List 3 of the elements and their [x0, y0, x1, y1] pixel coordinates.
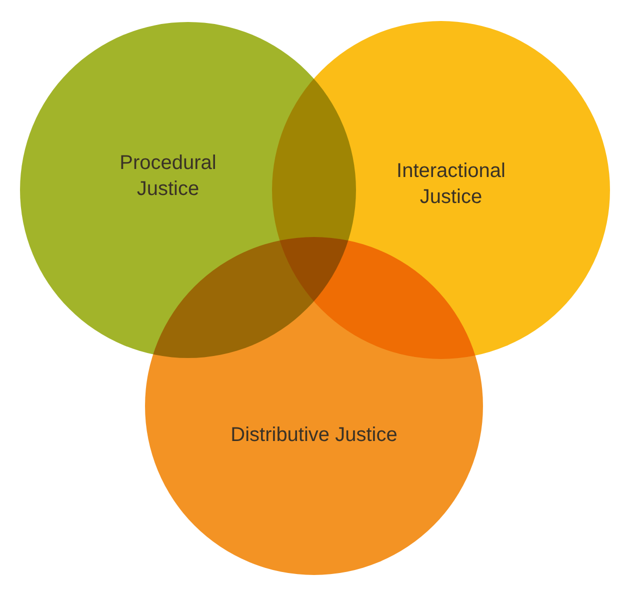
circle-label: Distributive Justice — [230, 423, 398, 448]
circle-label: Procedural Justice — [118, 151, 218, 202]
circle-label: Interactional Justice — [396, 159, 506, 210]
